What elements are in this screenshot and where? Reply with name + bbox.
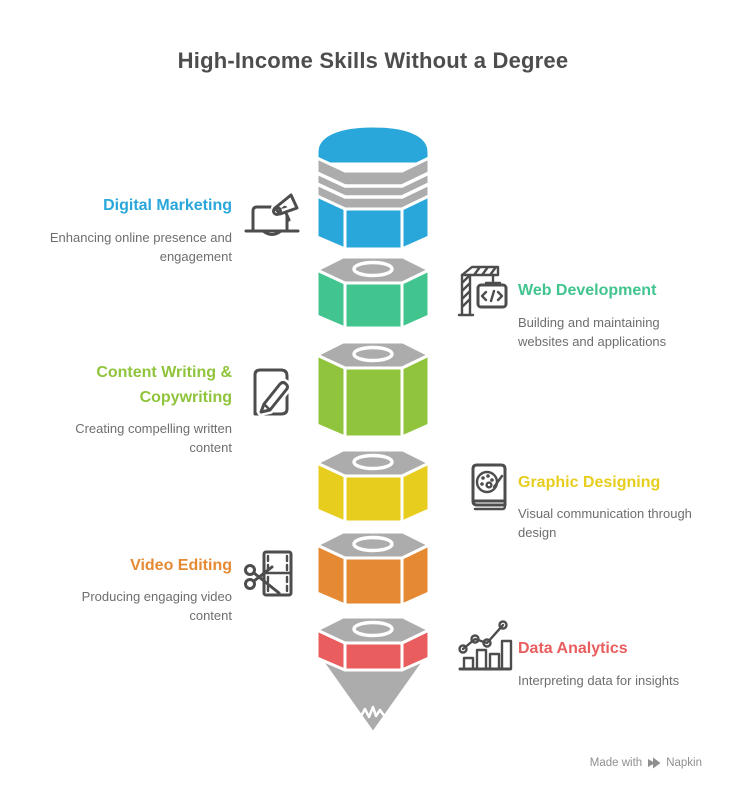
pencil-eraser-dome bbox=[315, 124, 431, 166]
pencil-segment-digital-marketing bbox=[400, 194, 431, 251]
pencil-segment-hole bbox=[352, 535, 394, 553]
pencil-segment-graphic-designing bbox=[343, 474, 404, 524]
made-with-napkin[interactable]: Made with Napkin bbox=[590, 757, 702, 769]
pencil-ferrule bbox=[315, 156, 431, 211]
page-title: High-Income Skills Without a Degree bbox=[177, 48, 569, 73]
pencil-segment-top-face bbox=[315, 448, 431, 478]
skill-title-graphic-designing: Graphic Designing bbox=[518, 474, 661, 491]
crane-code-icon bbox=[453, 261, 511, 323]
pencil-segment-top-face bbox=[315, 615, 431, 645]
ferrule-gap-line bbox=[316, 182, 430, 199]
film-scissors-icon bbox=[241, 547, 297, 599]
skill-title-data-analytics: Data Analytics bbox=[518, 640, 628, 657]
skill-title-content-writing: Content Writing & Copywriting bbox=[96, 364, 232, 406]
pencil-segment-content-writing bbox=[343, 366, 404, 439]
pencil-segment-top-face bbox=[315, 340, 431, 370]
ferrule-gap-line bbox=[316, 171, 430, 188]
skill-desc-web-development: Building and maintaining websites and ap… bbox=[518, 315, 667, 349]
skill-desc-content-writing: Creating compelling written content bbox=[75, 421, 232, 455]
document-pen-icon bbox=[243, 362, 299, 418]
laptop-megaphone-icon bbox=[242, 184, 302, 244]
pencil-segment-web-development bbox=[343, 281, 404, 330]
pencil-segment-top-face bbox=[315, 530, 431, 560]
skill-desc-graphic-designing: Visual communication through design bbox=[518, 506, 692, 540]
pencil-illustration bbox=[315, 124, 431, 735]
pencil-segment-top-face bbox=[315, 255, 431, 285]
skill-title-video-editing: Video Editing bbox=[130, 557, 232, 574]
pencil-segment-hole bbox=[352, 453, 394, 471]
napkin-logo-icon bbox=[648, 757, 661, 769]
pencil-tip-crack bbox=[358, 705, 387, 719]
pencil-segment-digital-marketing bbox=[343, 207, 404, 251]
skill-desc-digital-marketing: Enhancing online presence and engagement bbox=[49, 230, 232, 264]
design-book-palette-icon bbox=[462, 457, 516, 513]
bar-line-chart-icon bbox=[455, 616, 513, 674]
pencil-segment-video-editing bbox=[343, 556, 404, 607]
napkin-brand-label: Napkin bbox=[666, 757, 702, 769]
made-with-label: Made with bbox=[589, 757, 643, 769]
skill-title-web-development: Web Development bbox=[518, 282, 657, 299]
pencil-segment-hole bbox=[352, 260, 394, 278]
pencil-segment-hole bbox=[352, 620, 394, 638]
skill-title-digital-marketing: Digital Marketing bbox=[103, 197, 232, 214]
skill-desc-video-editing: Producing engaging video content bbox=[81, 589, 232, 623]
skill-desc-data-analytics: Interpreting data for insights bbox=[518, 673, 680, 688]
pencil-segment-data-analytics bbox=[343, 641, 404, 672]
pencil-segment-hole bbox=[352, 345, 394, 363]
